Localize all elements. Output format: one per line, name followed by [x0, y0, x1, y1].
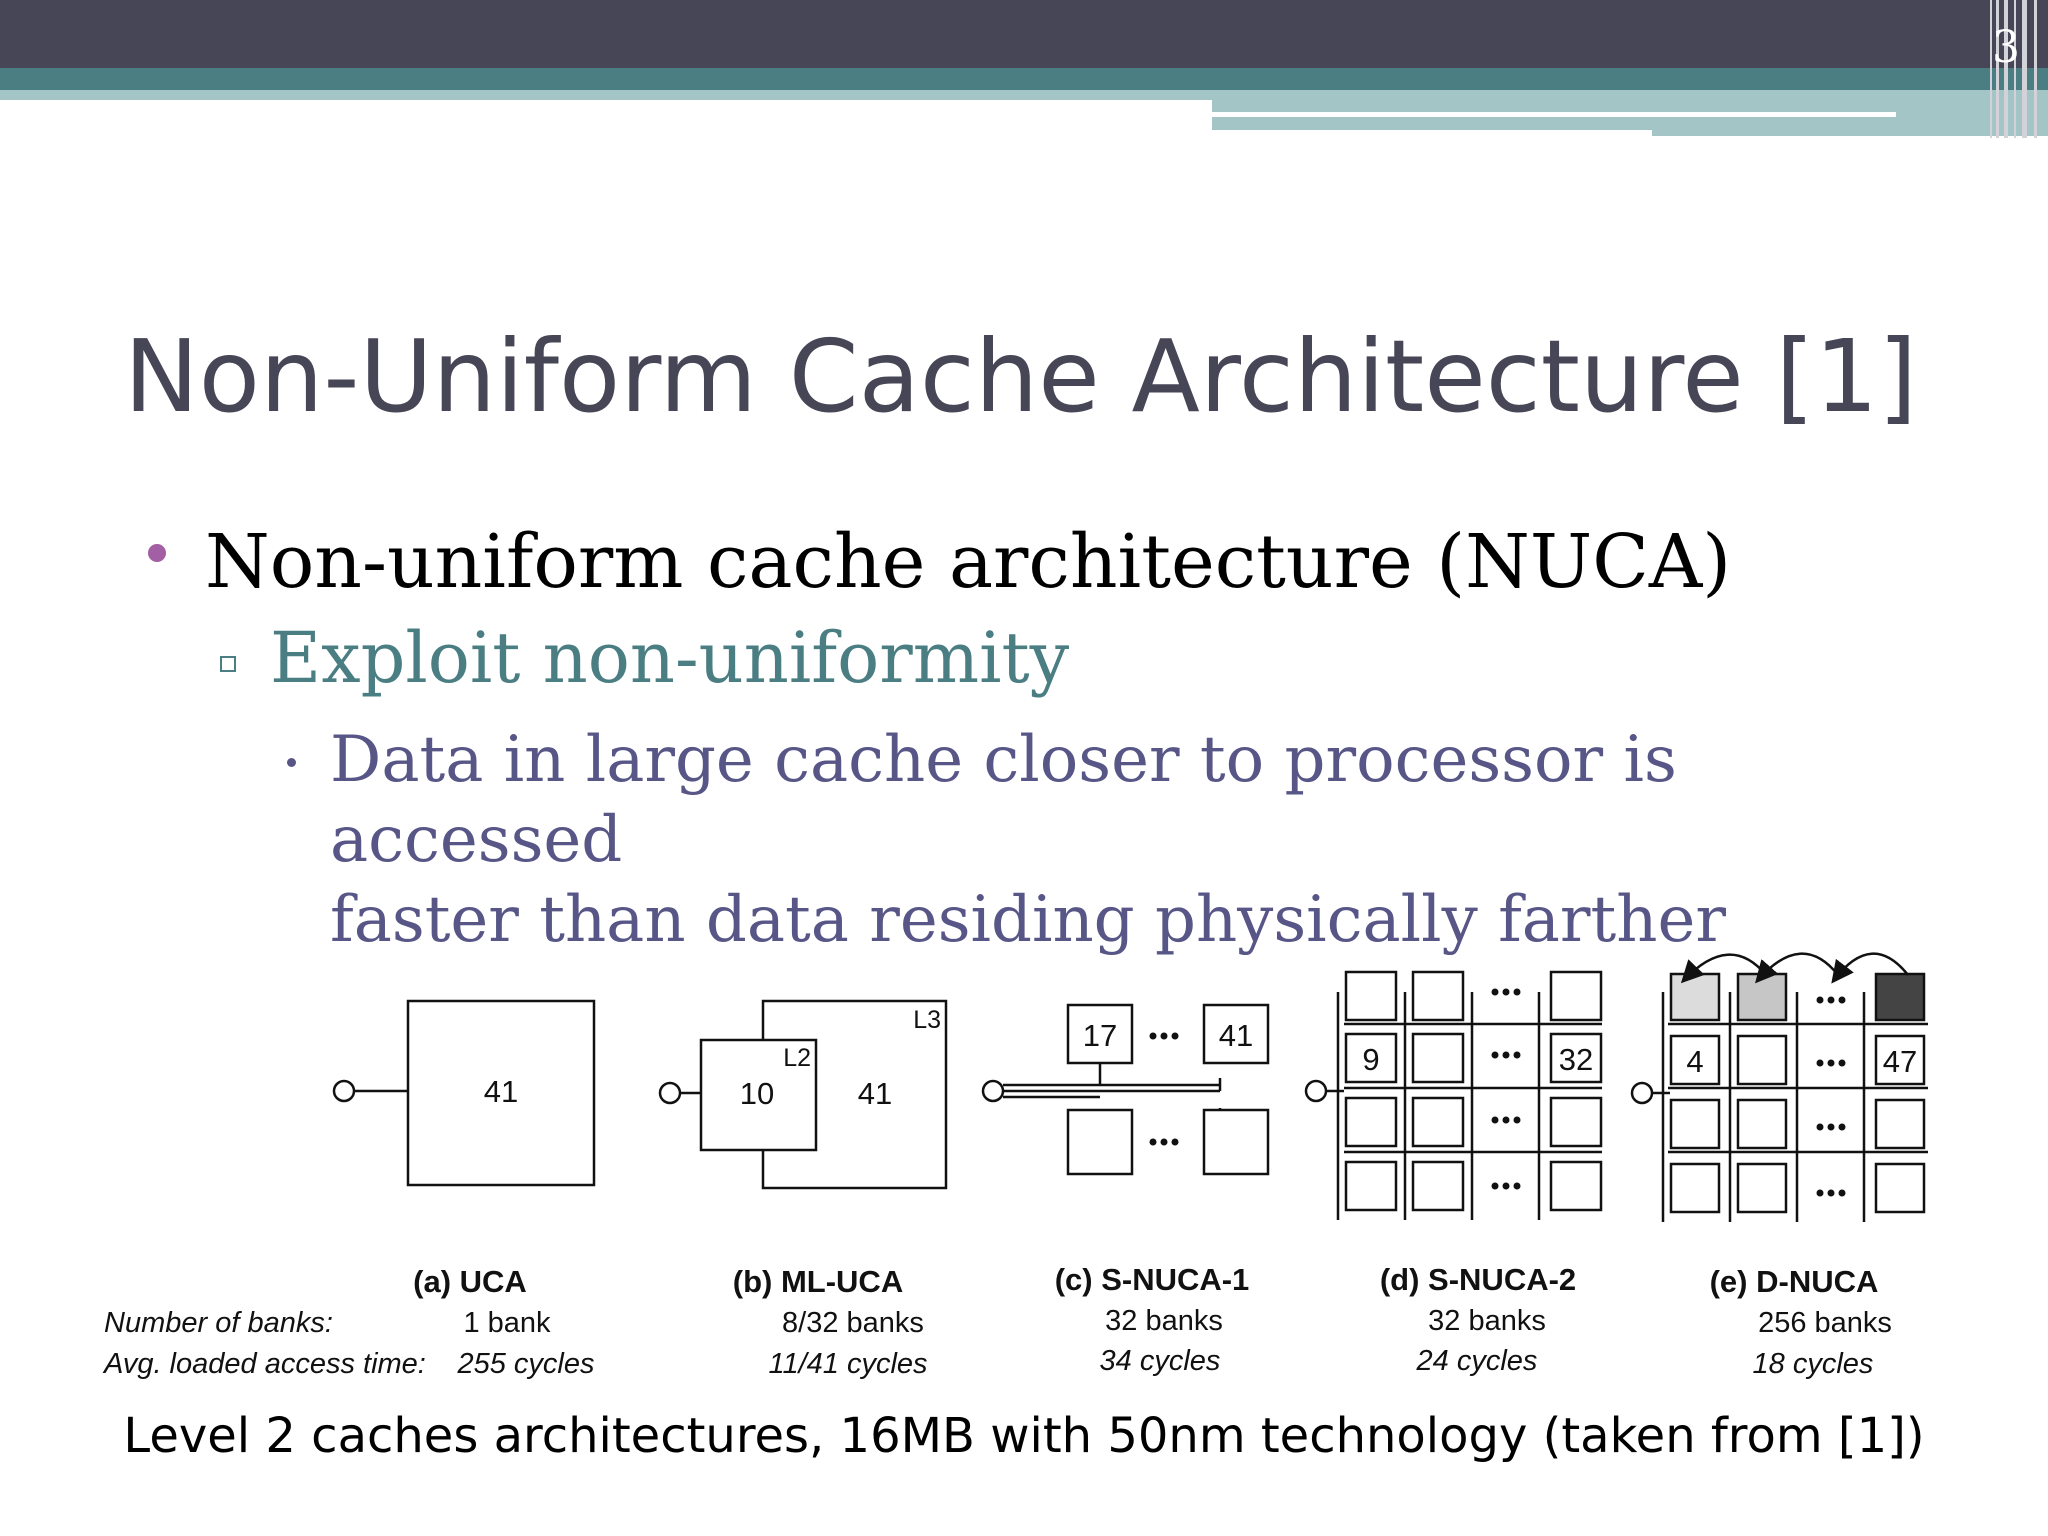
s-nuca-1-banks: 32 banks: [1105, 1305, 1223, 1337]
s-nuca-1-far-value: 41: [1219, 1018, 1253, 1053]
d-nuca-near-value: 4: [1686, 1044, 1703, 1079]
d-nuca-cycles: 18 cycles: [1753, 1348, 1874, 1380]
bullet-level3-line1: Data in large cache closer to processor …: [330, 723, 1677, 877]
header-vertical-line: [2014, 0, 2016, 138]
header-stripe: [0, 68, 2048, 90]
d-nuca-banks: 256 banks: [1758, 1307, 1892, 1339]
bullet-level3-line2: faster than data residing physically far…: [330, 883, 1726, 957]
s-nuca-2-cycles: 24 cycles: [1416, 1345, 1538, 1377]
header-vertical-line: [1996, 0, 1999, 138]
bullet-dot-small: [287, 758, 296, 767]
ml-uca-l2-tag: L2: [783, 1044, 811, 1072]
uca-diagram: [332, 999, 596, 1187]
page-number: 3: [1992, 22, 2020, 73]
bullet-level2: Exploit non-uniformity: [270, 617, 1070, 699]
s-nuca-1-near-value: 17: [1083, 1018, 1117, 1053]
bullet-level3: Data in large cache closer to processor …: [330, 720, 1950, 960]
figure-caption: Level 2 caches architectures, 16MB with …: [123, 1408, 1925, 1464]
s-nuca-2-banks: 32 banks: [1428, 1305, 1546, 1337]
access-time-label: Avg. loaded access time:: [102, 1348, 426, 1380]
s-nuca-2-near-value: 9: [1362, 1042, 1379, 1077]
ml-uca-l2-value: 10: [740, 1076, 774, 1111]
number-of-banks-label: Number of banks:: [104, 1307, 333, 1339]
s-nuca-1-diagram: [981, 1003, 1270, 1176]
header-stripe-line: [1212, 130, 1652, 136]
d-nuca-diagram: [1630, 952, 1928, 1222]
bullet-level1: Non-uniform cache architecture (NUCA): [205, 519, 1732, 605]
cache-architectures-figure: 41 10 41 17 41 9 32 4 47 L2 L3 (a) UCA (…: [102, 952, 1928, 1380]
uca-label: (a) UCA: [413, 1264, 527, 1299]
header-vertical-line: [2034, 0, 2037, 138]
header-stripe-light-left: [0, 90, 1212, 100]
d-nuca-far-value: 47: [1883, 1044, 1917, 1079]
ml-uca-l3-value: 41: [858, 1076, 892, 1111]
ml-uca-cycles: 11/41 cycles: [768, 1348, 927, 1380]
s-nuca-2-diagram: [1304, 970, 1603, 1220]
s-nuca-2-label: (d) S-NUCA-2: [1380, 1262, 1576, 1297]
bullet-dot: [148, 544, 166, 562]
d-nuca-label: (e) D-NUCA: [1710, 1264, 1879, 1299]
ml-uca-banks: 8/32 banks: [782, 1307, 924, 1339]
s-nuca-1-cycles: 34 cycles: [1100, 1345, 1221, 1377]
header-bar: [0, 0, 2048, 68]
bullet-square: [220, 656, 236, 672]
header-vertical-line: [2022, 0, 2027, 138]
ml-uca-diagram: [658, 999, 948, 1190]
slide-title: Non-Uniform Cache Architecture [1]: [124, 318, 1918, 435]
header-vertical-line: [1990, 0, 1992, 138]
header-vertical-line: [2004, 0, 2008, 138]
ellipsis-dots: [1149, 988, 1846, 1197]
uca-value: 41: [484, 1074, 518, 1109]
ml-uca-label: (b) ML-UCA: [733, 1264, 903, 1299]
uca-cycles: 255 cycles: [456, 1348, 594, 1380]
s-nuca-2-far-value: 32: [1559, 1042, 1593, 1077]
ml-uca-l3-tag: L3: [913, 1006, 941, 1034]
header-stripe-line: [1212, 112, 1896, 117]
uca-banks: 1 bank: [463, 1307, 551, 1339]
s-nuca-1-label: (c) S-NUCA-1: [1055, 1262, 1250, 1297]
